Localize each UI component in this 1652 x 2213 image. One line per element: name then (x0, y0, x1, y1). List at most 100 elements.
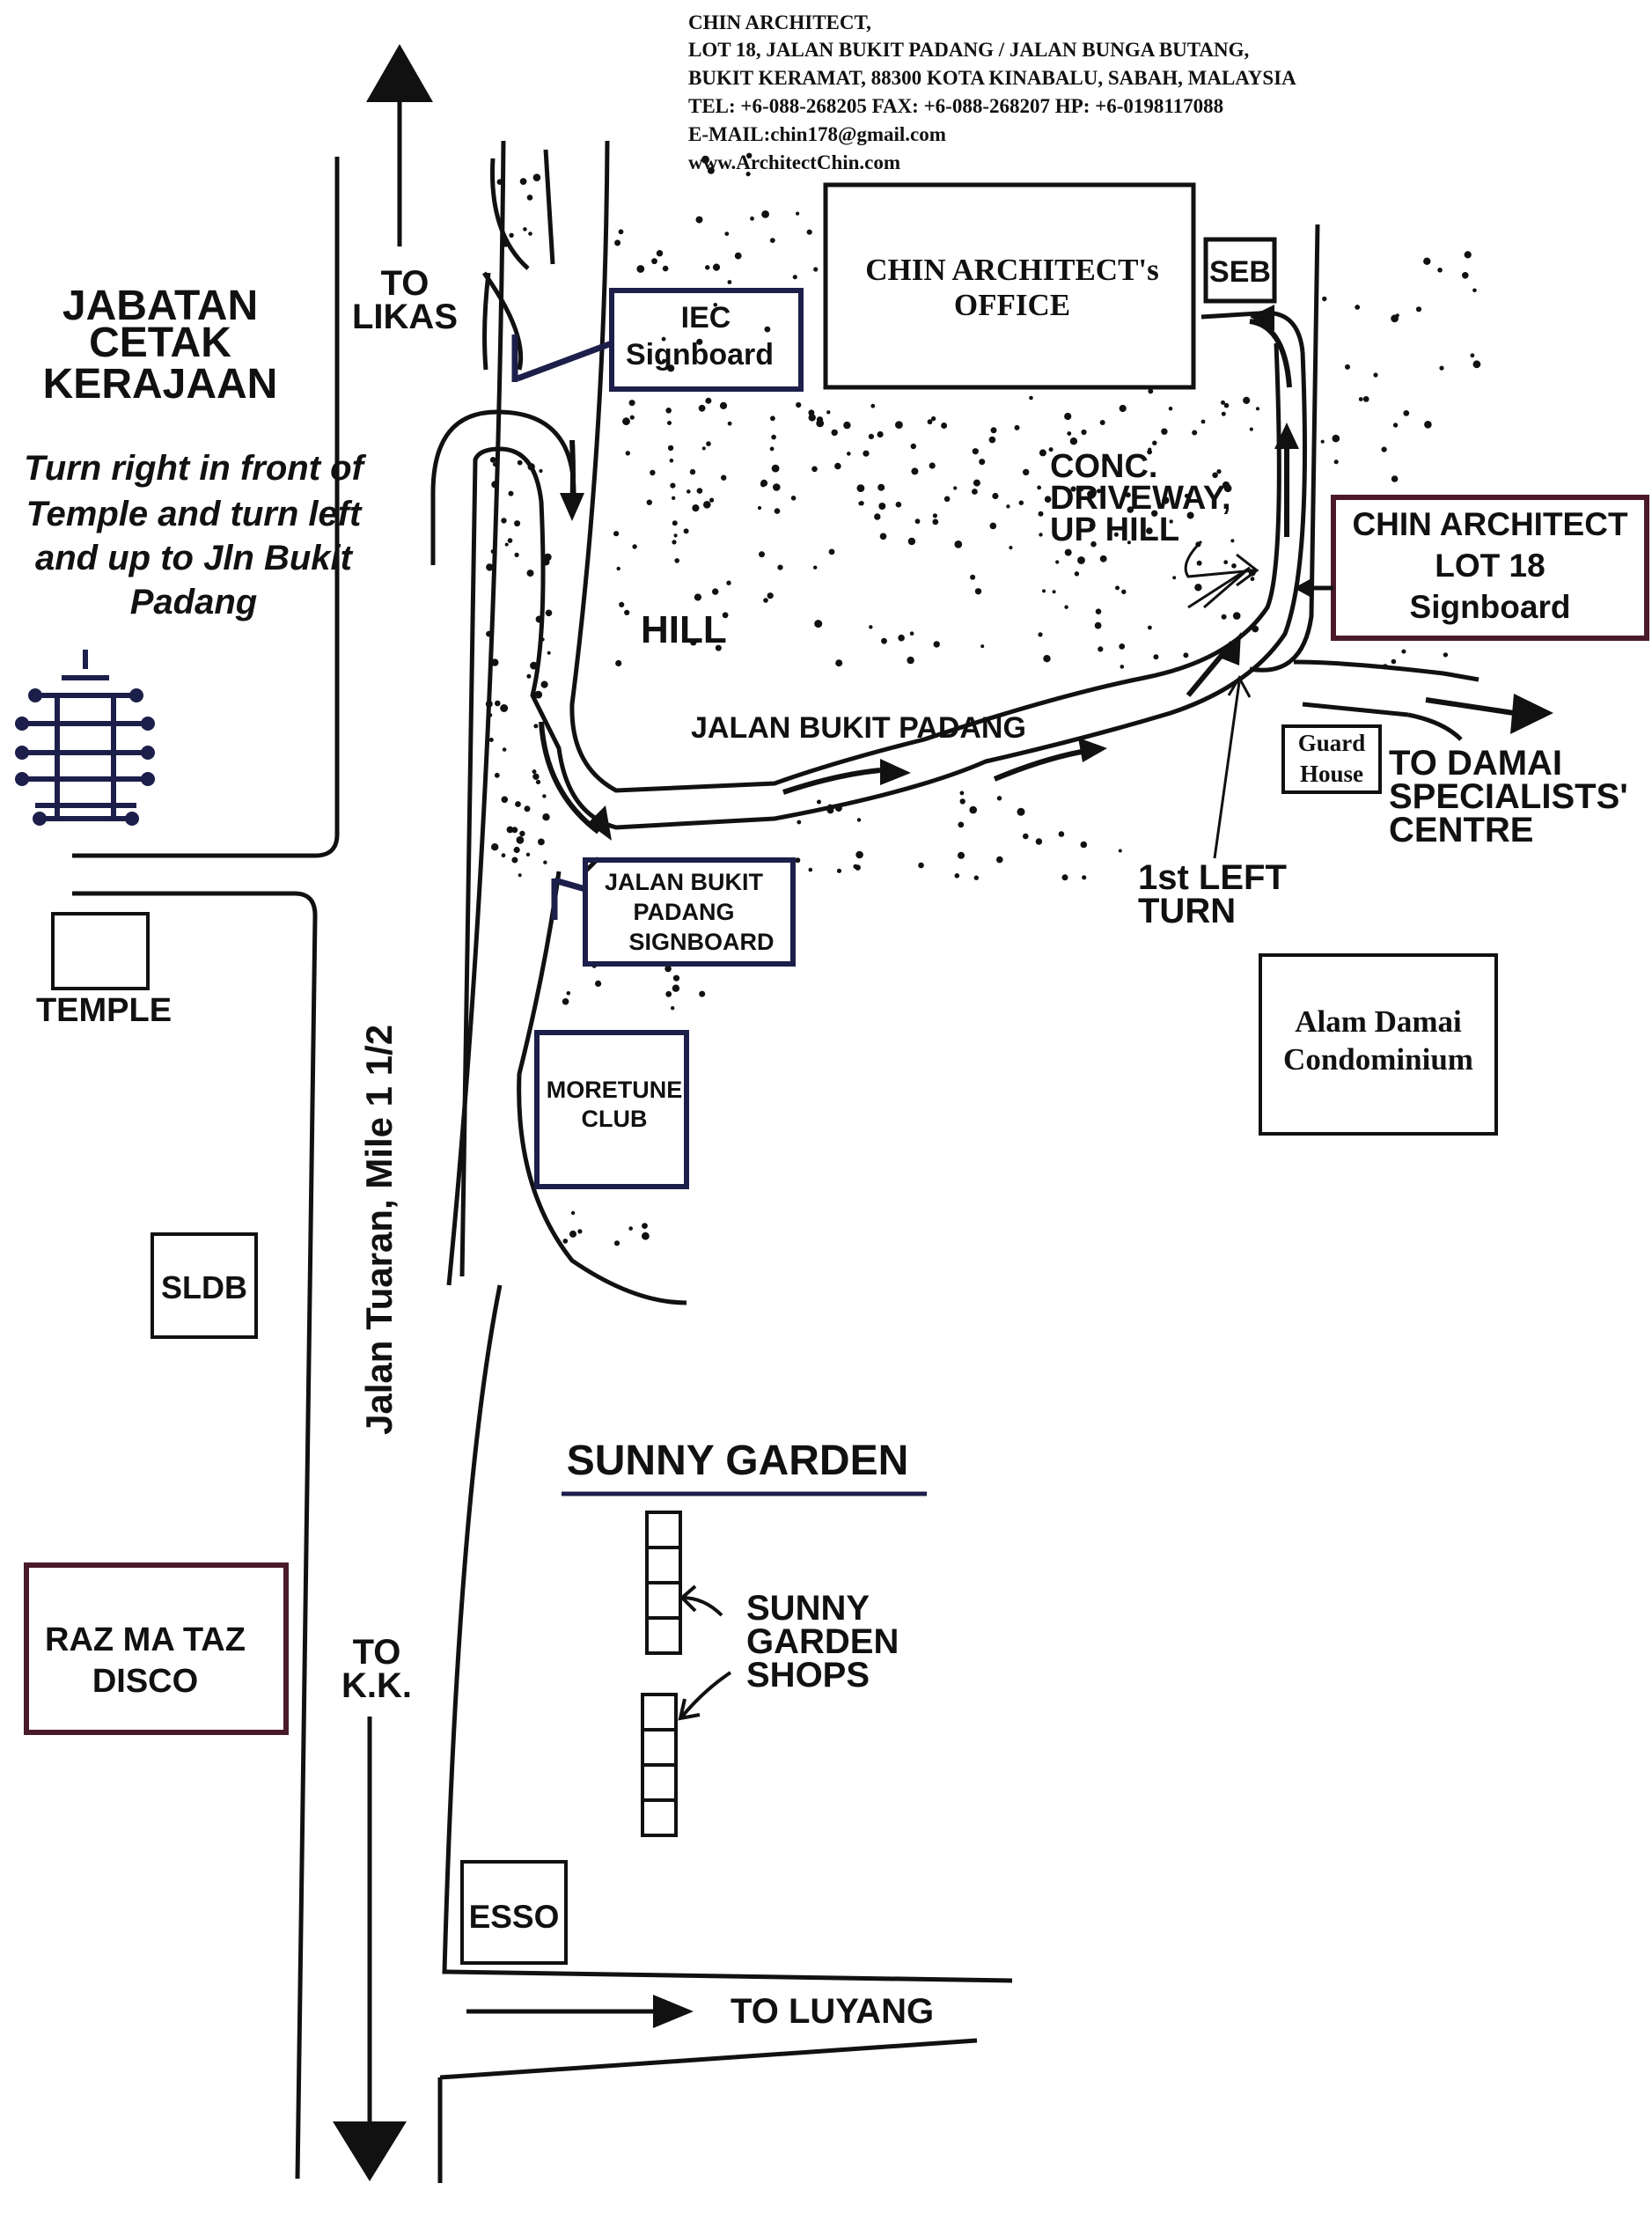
jabatan-text: CETAK (89, 320, 231, 366)
stipple-dot (628, 400, 635, 407)
stipple-dot (506, 826, 514, 834)
sunny-shops-label: SUNNY GARDEN SHOPS (746, 1589, 899, 1695)
stipple-dot (650, 469, 656, 476)
stipple-dot (771, 464, 780, 473)
stipple-dot (646, 499, 652, 505)
to-damai-text: CENTRE (1389, 811, 1533, 849)
stipple-dot (667, 421, 672, 425)
stipple-dot (712, 263, 721, 271)
stipple-dot (959, 790, 965, 796)
stipple-dot (1023, 833, 1029, 840)
stipple-dot (1184, 493, 1190, 498)
stipple-dot (1055, 560, 1060, 564)
stipple-dot (1196, 560, 1202, 566)
stipple-dot (1200, 419, 1206, 424)
stipple-dot (665, 990, 672, 997)
stipple-dot (1090, 540, 1097, 548)
stipple-dot (1115, 585, 1120, 591)
arrow-up-to-likas (366, 44, 433, 246)
stipple-dot (811, 466, 818, 473)
stipple-dot (542, 794, 547, 798)
stipple-dot (1067, 431, 1072, 436)
stipple-dot (1250, 577, 1255, 582)
stipple-dot (570, 1210, 576, 1216)
sunny-shops-text: SHOPS (746, 1656, 870, 1695)
stipple-dot (1462, 272, 1469, 279)
stipple-dot (1401, 649, 1406, 654)
stipple-dot (1064, 548, 1072, 556)
jalan-bukit-padang-label: JALAN BUKIT PADANG (691, 711, 1026, 745)
stipple-dot (1322, 296, 1327, 302)
stipple-dot (712, 588, 719, 595)
to-likas-text: LIKAS (352, 298, 458, 336)
stipple-dot (619, 601, 625, 608)
temple-label: TEMPLE (36, 992, 172, 1029)
stipple-dot (1232, 612, 1241, 620)
stipple-dot (1080, 841, 1088, 849)
temple: TEMPLE (36, 912, 172, 1029)
stipple-dot (651, 258, 657, 265)
stipple-dot (532, 769, 537, 775)
stipple-dot (519, 830, 525, 837)
stipple-dot (517, 460, 523, 466)
to-kk-text: K.K. (341, 1666, 412, 1705)
stipple-dot (629, 415, 635, 420)
stipple-dot (1221, 411, 1226, 416)
directions-note: Turn right in front of Temple and turn l… (24, 449, 367, 621)
seb-label: SEB (1209, 255, 1271, 289)
seb-box: SEB (1203, 237, 1277, 304)
to-likas-label: TO LIKAS (352, 264, 458, 336)
stipple-dot (662, 358, 666, 364)
stipple-dot (932, 513, 937, 518)
stipple-dot (1006, 504, 1010, 509)
chin-architect-office: CHIN ARCHITECT's OFFICE (823, 182, 1196, 390)
stipple-dot (1470, 353, 1475, 358)
stipple-dot (1168, 406, 1173, 411)
driveway-text: DRIVEWAY, (1050, 480, 1231, 517)
stipple-dot (1424, 421, 1432, 429)
stipple-dot (817, 799, 821, 805)
stipple-dot (1358, 397, 1363, 401)
stipple-dot (1120, 665, 1125, 669)
route-arrows (539, 319, 1515, 834)
stipple-dot (526, 570, 534, 577)
jalan-tuaran-road (72, 140, 1013, 2183)
stipple-dot (707, 166, 715, 174)
stipple-dot (990, 427, 997, 434)
stipple-dot (1472, 288, 1477, 293)
stipple-dot (959, 798, 966, 805)
stipple-dot (713, 303, 718, 307)
stipple-dot (502, 747, 507, 752)
stipple-dot (943, 496, 951, 503)
stipple-dot (1099, 420, 1105, 425)
stipple-dot (973, 875, 980, 880)
stipple-dot (672, 974, 680, 982)
stipple-dot (613, 531, 620, 537)
stipple-dot (878, 503, 886, 510)
stipple-dot (1373, 372, 1378, 378)
stipple-dot (969, 805, 977, 814)
stipple-dot (703, 501, 711, 509)
stipple-dot (855, 850, 863, 859)
stipple-dot (973, 479, 980, 487)
stipple-dot (690, 639, 697, 646)
stipple-dot (1169, 519, 1173, 524)
stipple-dot (1362, 396, 1369, 402)
stipple-dot (929, 462, 936, 469)
stipple-dot (1080, 487, 1084, 492)
stipple-dot (488, 738, 494, 742)
lot18-label: Signboard (1410, 589, 1571, 625)
stipple-dot (1070, 486, 1076, 492)
stipple-dot (1052, 590, 1056, 594)
stipple-dot (669, 458, 674, 463)
stipple-dot (1069, 437, 1078, 445)
lot18-signboard: CHIN ARCHITECT LOT 18 Signboard (1294, 495, 1649, 641)
stipple-dot (898, 634, 905, 642)
jbp-signboard-label: JALAN BUKIT (605, 869, 764, 895)
stipple-dot (514, 520, 521, 527)
stipple-dot (632, 544, 637, 549)
moretune-label: CLUB (582, 1106, 648, 1132)
stipple-dot (545, 609, 553, 617)
driveway-text: UP HILL (1050, 511, 1179, 548)
stipple-dot (989, 522, 997, 530)
